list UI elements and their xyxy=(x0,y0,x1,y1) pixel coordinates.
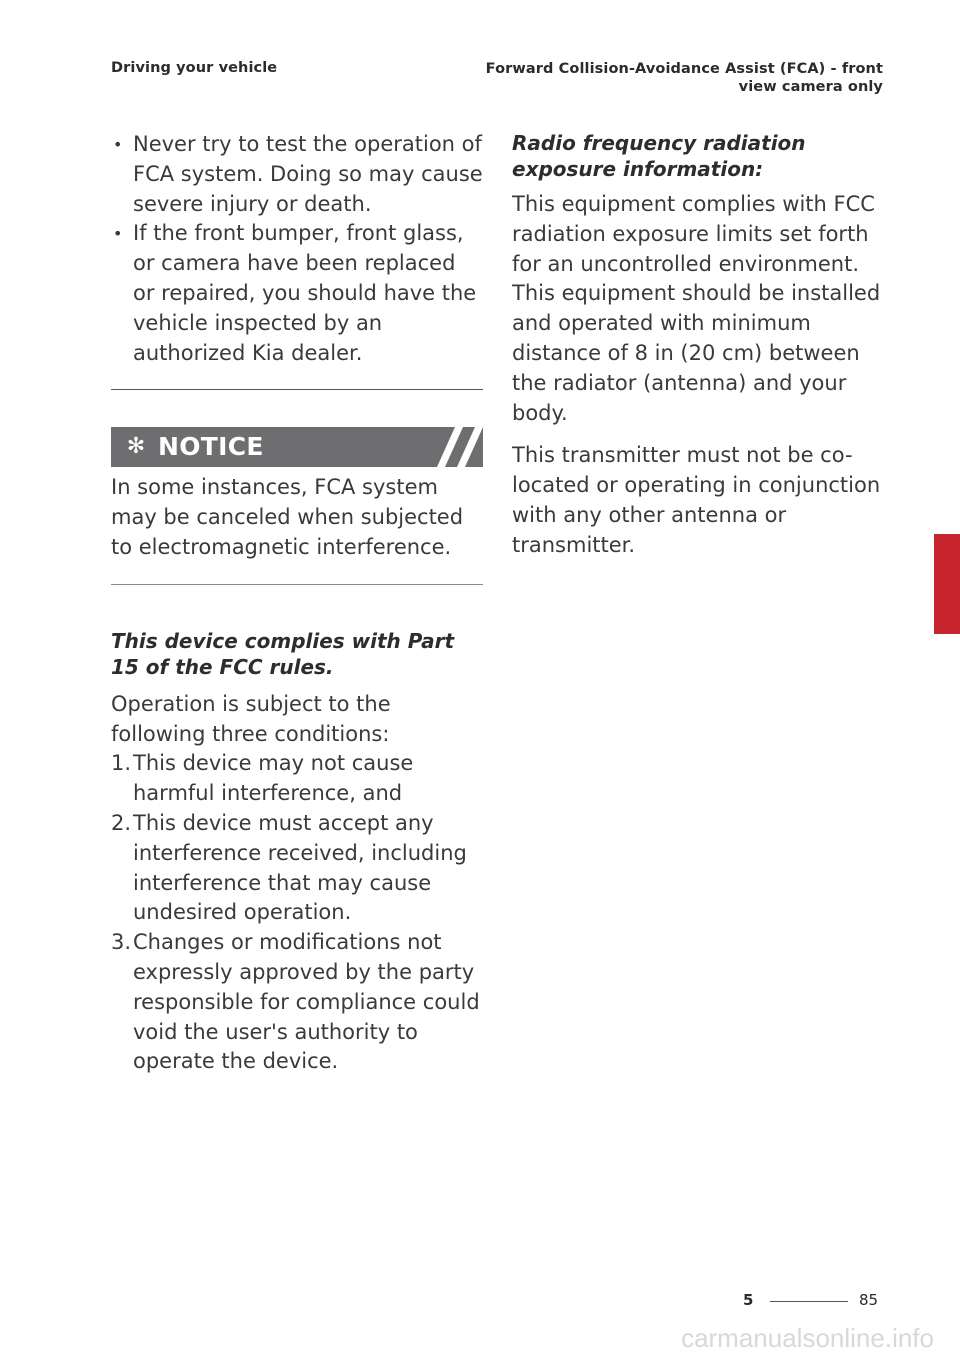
notice-title: NOTICE xyxy=(158,432,264,462)
condition-text: Changes or modifications not expressly a… xyxy=(133,930,480,1074)
notice-divider xyxy=(111,583,483,585)
condition-text: This device must accept any interference… xyxy=(133,810,467,925)
running-header-topic-line2: view camera only xyxy=(738,79,883,95)
footer-chapter-number: 5 xyxy=(743,1291,754,1309)
chapter-tab-number: 5 xyxy=(940,610,954,632)
fcc-condition: 1. This device may not cause harmful int… xyxy=(111,749,483,809)
right-column: Radio frequency radiation exposure infor… xyxy=(512,130,884,561)
fcc-conditions-list: 1. This device may not cause harmful int… xyxy=(111,749,483,1077)
asterisk-icon: ✻ xyxy=(126,434,146,460)
fcc-heading: This device complies with Part 15 of the… xyxy=(111,628,455,679)
fcc-condition: 3. Changes or modifications not expressl… xyxy=(111,928,483,1077)
warning-divider xyxy=(111,389,483,391)
rf-exposure-paragraph: This equipment complies with FCC radiati… xyxy=(512,192,881,425)
rf-exposure-heading: Radio frequency radiation exposure infor… xyxy=(512,131,806,181)
condition-number: 3. xyxy=(111,930,132,955)
condition-number: 2. xyxy=(111,810,132,835)
running-header-topic-line1: Forward Collision-Avoidance Assist (FCA)… xyxy=(485,61,883,77)
fcc-intro: Operation is subject to the following th… xyxy=(111,691,391,746)
transmitter-paragraph: This transmitter must not be co-located … xyxy=(512,443,881,557)
footer-divider xyxy=(770,1301,848,1302)
notice-text: In some instances, FCA system may be can… xyxy=(111,475,464,559)
page-number: 85 xyxy=(859,1291,879,1309)
watermark: carmanualsonline.info xyxy=(681,1323,934,1353)
running-header-topic: Forward Collision-Avoidance Assist (FCA)… xyxy=(486,60,883,96)
condition-text: This device may not cause harmful interf… xyxy=(133,751,414,806)
condition-number: 1. xyxy=(111,751,132,776)
left-column: Never try to test the operation of FCA s… xyxy=(111,130,483,1077)
hazard-stripes-icon xyxy=(437,427,483,468)
notice-banner: ✻ NOTICE xyxy=(111,427,483,468)
chapter-tab xyxy=(934,534,960,634)
fcc-condition: 2. This device must accept any interfere… xyxy=(111,809,483,928)
running-header-section: Driving your vehicle xyxy=(111,60,278,76)
warning-bullet: If the front bumper, front glass, or cam… xyxy=(111,219,483,368)
warning-bullet: Never try to test the operation of FCA s… xyxy=(111,130,483,219)
warning-bullet-list: Never try to test the operation of FCA s… xyxy=(111,130,483,368)
